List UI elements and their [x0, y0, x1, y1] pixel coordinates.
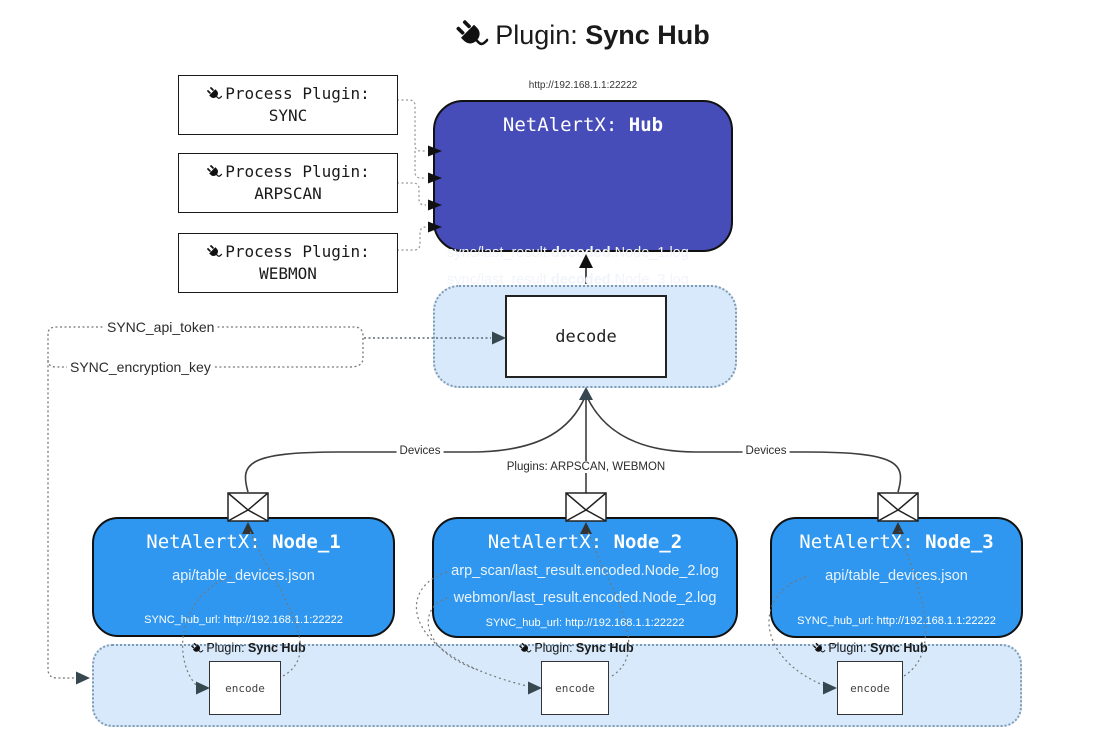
hub-url: http://192.168.1.1:22222 [528, 80, 638, 91]
process-plugin-box-arpscan: Process Plugin: ARPSCAN [178, 153, 398, 213]
plug-icon [456, 20, 489, 46]
arrowhead-into-encode-panel [76, 671, 90, 685]
node-box-1: NetAlertX: Node_1 api/table_devices.json… [92, 517, 395, 637]
decode-box: decode [505, 295, 667, 378]
encoder-label-3: Plugin: Sync Hub [812, 641, 928, 655]
wire-sync-to-hub-2 [414, 151, 426, 179]
arrowhead-into-decode-panel [579, 387, 593, 400]
hub-title: NetAlertX: Hub [502, 114, 664, 136]
sync-api-token-label: SYNC_api_token [104, 319, 218, 335]
encode-box-1: encode [209, 661, 281, 715]
plug-icon [519, 642, 532, 652]
encoder-label-1: Plugin: Sync Hub [190, 641, 306, 655]
node-hub-url: SYNC_hub_url: http://192.168.1.1:22222 [485, 617, 685, 629]
plug-icon [207, 245, 223, 257]
node-hub-url: SYNC_hub_url: http://192.168.1.1:22222 [797, 615, 996, 627]
devices-label-left: Devices [396, 445, 444, 457]
hub-box: NetAlertX: Hub sync/last_result.decoded.… [433, 100, 733, 337]
process-plugin-label: Process Plugin: [225, 242, 370, 262]
title-text: Plugin: Sync Hub [495, 19, 710, 50]
hub-log-line: sync/last_result.decoded.Node_3.log [447, 272, 689, 288]
node-hub-url: SYNC_hub_url: http://192.168.1.1:22222 [144, 614, 343, 626]
wire-webmon-to-hub [397, 226, 427, 251]
plugins-label: Plugins: ARPSCAN, WEBMON [503, 461, 669, 473]
node-file-line: arp_scan/last_result.encoded.Node_2.log [451, 563, 719, 579]
wire-arpscan-to-hub [397, 182, 426, 206]
process-plugin-box-sync: Process Plugin: SYNC [178, 75, 398, 135]
process-plugin-name: ARPSCAN [254, 184, 322, 203]
node-box-2: NetAlertX: Node_2 arp_scan/last_result.e… [432, 517, 738, 638]
node-file-line: webmon/last_result.encoded.Node_2.log [453, 590, 717, 606]
process-plugin-name: WEBMON [259, 264, 317, 283]
node-file-line: api/table_devices.json [825, 568, 968, 584]
encode-box-3: encode [837, 661, 903, 715]
sync-encryption-key-label: SYNC_encryption_key [67, 359, 214, 375]
process-plugin-label: Process Plugin: [225, 84, 370, 104]
process-plugin-name: SYNC [268, 106, 308, 125]
diagram-title: Plugin: Sync Hub [454, 18, 710, 52]
plug-icon [813, 642, 826, 652]
devices-label-right: Devices [742, 445, 790, 457]
node-title: NetAlertX: Node_3 [799, 531, 994, 553]
process-plugin-label: Process Plugin: [225, 162, 370, 182]
node-title: NetAlertX: Node_1 [146, 531, 341, 553]
process-plugin-box-webmon: Process Plugin: WEBMON [178, 233, 398, 293]
hub-log-line: sync/last_result.decoded.Node_1.log [447, 245, 689, 261]
node-box-3: NetAlertX: Node_3 api/table_devices.json… [770, 517, 1023, 638]
node-title: NetAlertX: Node_2 [487, 531, 683, 553]
plug-icon [207, 87, 223, 99]
plug-icon [207, 165, 223, 177]
plug-icon [191, 642, 204, 652]
encoder-label-2: Plugin: Sync Hub [518, 641, 634, 655]
node-file-line: api/table_devices.json [172, 568, 315, 584]
wire-sync-to-hub [397, 99, 426, 152]
encode-box-2: encode [541, 661, 609, 715]
